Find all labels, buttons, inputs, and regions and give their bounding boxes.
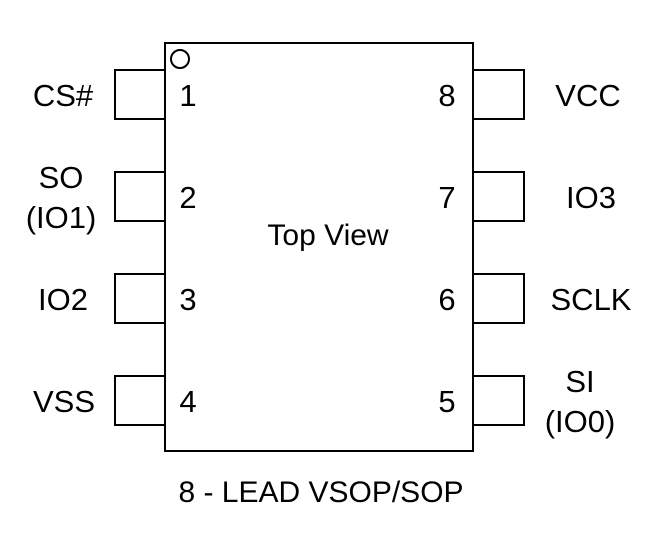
pin-number-2: 2 <box>179 180 196 215</box>
pin-name-so-alt: (IO1) <box>26 200 97 235</box>
pin-tab-8 <box>473 69 525 120</box>
pin-tab-6 <box>473 273 525 324</box>
pin-tab-3 <box>114 273 165 324</box>
top-view-label: Top View <box>267 219 389 252</box>
pin-tab-1 <box>114 69 165 120</box>
pin-name-vcc: VCC <box>555 78 620 113</box>
pin-tab-7 <box>473 171 525 222</box>
pin-name-si: SI <box>565 364 594 399</box>
pin-tab-5 <box>473 375 525 426</box>
pin-name-sclk: SCLK <box>551 282 632 317</box>
pin-name-vss: VSS <box>33 384 95 419</box>
right-pins <box>473 69 525 426</box>
pin-number-4: 4 <box>179 384 196 419</box>
left-pins <box>114 69 165 426</box>
chip-body <box>164 42 474 452</box>
pin-number-3: 3 <box>179 282 196 317</box>
pin-number-6: 6 <box>438 282 455 317</box>
pin-name-so: SO <box>39 160 84 195</box>
pin-number-8: 8 <box>438 78 455 113</box>
pin-name-io2: IO2 <box>38 282 88 317</box>
pin-number-5: 5 <box>438 384 455 419</box>
pin1-marker-icon <box>170 49 190 69</box>
pin-tab-2 <box>114 171 165 222</box>
pin-number-1: 1 <box>179 78 196 113</box>
pin-number-7: 7 <box>438 180 455 215</box>
package-caption: 8 - LEAD VSOP/SOP <box>178 476 463 509</box>
pin-tab-4 <box>114 375 165 426</box>
pin-name-cs: CS# <box>33 78 94 113</box>
pin-name-io3: IO3 <box>566 180 616 215</box>
pin-name-si-alt: (IO0) <box>545 404 616 439</box>
